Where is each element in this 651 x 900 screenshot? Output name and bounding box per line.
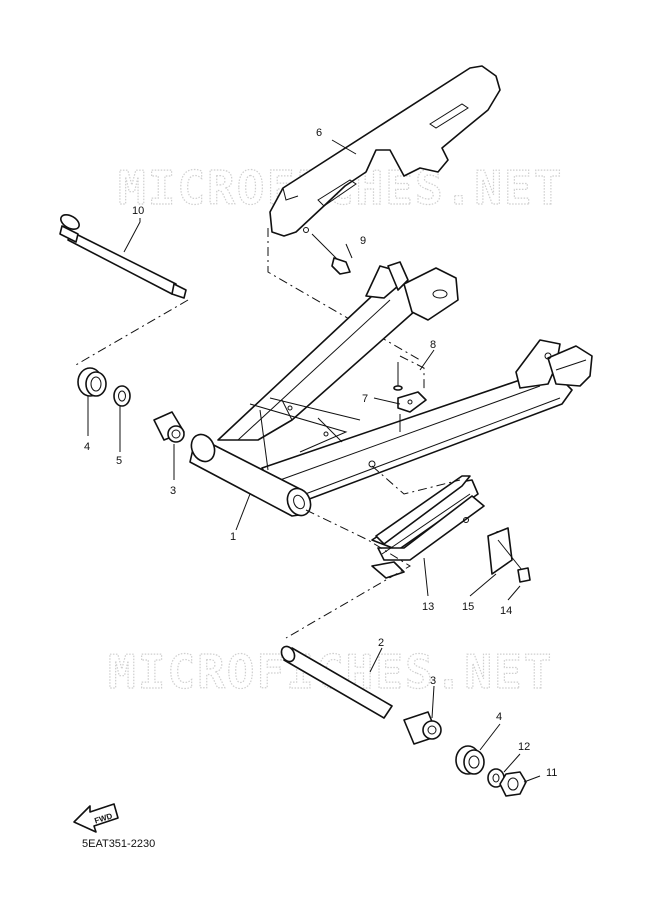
callout-5: 5 [116,455,122,467]
callout-2: 2 [378,637,384,649]
plate-15-part [487,527,513,575]
bushing-3-upper-part [153,411,185,443]
bushing-3-lower-part [403,711,442,745]
chain-guard-part [269,65,501,237]
washer-5-part [113,385,131,407]
callout-9: 9 [360,235,366,247]
callout-labels: 6 9 10 8 7 4 5 3 1 13 15 14 2 3 4 12 11 [84,127,557,779]
callout-8: 8 [430,339,436,351]
guide-line-guard [267,228,421,361]
leader-lines [87,139,541,783]
callout-7: 7 [362,393,368,405]
swingarm-part [189,261,593,517]
screw-14-part [497,539,531,583]
callout-13: 13 [422,601,434,613]
callout-3-lower: 3 [430,675,436,687]
pivot-axle-part [59,213,187,299]
callout-4-left: 4 [84,441,90,453]
callout-1: 1 [230,531,236,543]
callout-6: 6 [316,127,322,139]
fwd-arrow-icon: FWD [73,803,119,833]
callout-12: 12 [518,741,530,753]
guide-line-clip [399,355,425,392]
callout-14: 14 [500,605,512,617]
rivet-8-part [393,362,403,391]
collar-2-part [280,645,393,719]
diagram-code: 5EAT351-2230 [82,838,156,850]
chain-slider-part [371,475,501,579]
guide-line-slider-top [371,465,461,495]
callout-11: 11 [546,767,557,779]
bolt-9-part [311,233,351,275]
callout-10: 10 [132,205,144,217]
callout-4-right: 4 [496,711,502,723]
collar-4-right-part [455,745,485,775]
nut-11-part [499,771,527,797]
clamp-7-part [397,391,427,413]
guide-line-axle [73,299,189,367]
callout-3-upper: 3 [170,485,176,497]
callout-15: 15 [462,601,474,613]
collar-4-left-part [77,367,107,397]
